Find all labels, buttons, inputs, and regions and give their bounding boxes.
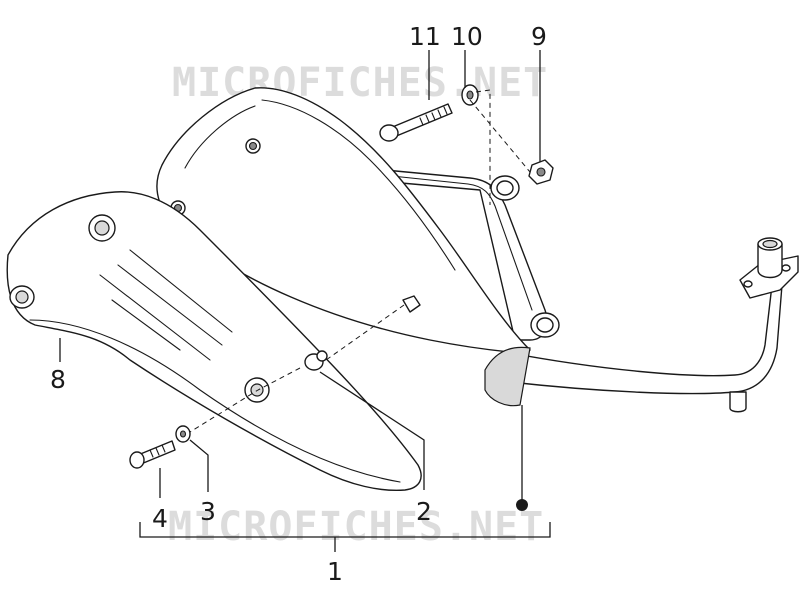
nut-9 (528, 159, 554, 185)
heat-shield (6, 191, 422, 492)
washer-2 (304, 350, 328, 371)
bolt-11 (379, 103, 453, 142)
muffler-assembly (156, 87, 799, 413)
cover-stud (402, 295, 421, 313)
reference-dot (516, 499, 528, 511)
callout-3: 3 (200, 497, 216, 526)
heat-shield-body (6, 191, 422, 492)
header-pipe (504, 284, 783, 395)
mounting-bracket (384, 169, 548, 341)
callout-9: 9 (531, 22, 547, 51)
tail-spigot (729, 391, 747, 413)
callout-2: 2 (416, 497, 432, 526)
callout-4: 4 (152, 504, 168, 533)
muffler-body (156, 87, 531, 353)
watermark-bottom: MICROFICHES.NET (168, 504, 544, 550)
callout-1: 1 (327, 557, 343, 586)
exhaust-inlet (757, 243, 783, 279)
muffler-endcap (484, 346, 531, 407)
washer-3 (175, 425, 191, 443)
callout-10: 10 (451, 22, 483, 51)
callout-11: 11 (409, 22, 441, 51)
screw-4 (129, 440, 176, 469)
washer-10 (461, 84, 479, 106)
callout-8: 8 (50, 365, 66, 394)
